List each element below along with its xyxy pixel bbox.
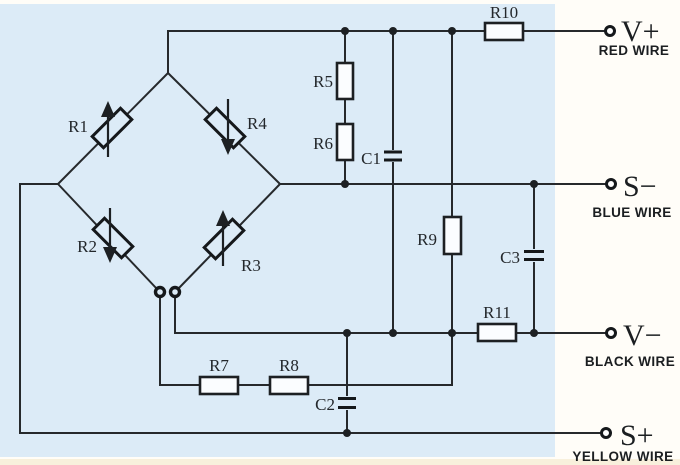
label-r6: R6 — [313, 134, 333, 153]
label-r11: R11 — [483, 303, 511, 322]
bridge-bottom-node-left — [153, 285, 167, 299]
label-terminal-v-plus: V+ — [621, 15, 660, 48]
resistor-r8 — [268, 375, 310, 396]
r4-arrow-head-icon — [221, 139, 235, 155]
label-r8: R8 — [279, 356, 299, 375]
junction-dot — [341, 180, 349, 188]
junction-dot — [389, 329, 397, 337]
terminal-v-plus — [604, 25, 616, 37]
label-c2: C2 — [315, 395, 335, 414]
label-r4: R4 — [247, 114, 267, 133]
label-r7: R7 — [209, 356, 229, 375]
label-c1: C1 — [361, 149, 381, 168]
junction-dot — [530, 180, 538, 188]
bridge-bottom-node-right — [168, 285, 182, 299]
resistor-r9 — [442, 215, 463, 256]
junction-dot — [343, 329, 351, 337]
label-wire-red: RED WIRE — [599, 43, 670, 58]
terminals — [600, 25, 617, 439]
strain-gauge-r2 — [91, 216, 135, 260]
label-r5: R5 — [313, 72, 333, 91]
junction-dot — [530, 329, 538, 337]
label-r10: R10 — [490, 3, 518, 22]
terminal-s-minus — [605, 178, 617, 190]
bridge — [90, 99, 247, 299]
resistor-r5 — [335, 61, 355, 101]
wire-top-rail — [167, 30, 606, 73]
junction-dot — [448, 27, 456, 35]
junction-dots — [341, 27, 538, 437]
label-wire-black: BLACK WIRE — [585, 354, 675, 369]
r1-arrow-head-icon — [101, 101, 115, 117]
wire-v-minus-rail — [174, 296, 607, 334]
labels: R1 R2 R3 R4 R5 R6 R7 R8 R9 R10 R11 C1 C2… — [68, 3, 675, 464]
r2-arrow-head-icon — [103, 247, 117, 263]
label-r2: R2 — [77, 237, 97, 256]
resistor-r11 — [476, 322, 518, 343]
label-c3: C3 — [500, 248, 520, 267]
junction-dot — [389, 27, 397, 35]
label-terminal-v-minus: V− — [623, 319, 662, 352]
junction-dot — [341, 27, 349, 35]
terminal-v-minus — [605, 327, 617, 339]
label-terminal-s-plus: S+ — [620, 419, 654, 452]
resistor-r6 — [335, 122, 355, 162]
strain-gauge-r4 — [203, 106, 247, 150]
capacitor-c3 — [524, 250, 544, 261]
label-wire-blue: BLUE WIRE — [592, 205, 671, 220]
label-r1: R1 — [68, 117, 88, 136]
resistors — [198, 21, 525, 396]
label-r9: R9 — [417, 230, 437, 249]
capacitor-c2 — [338, 397, 356, 409]
label-wire-yellow: YELLOW WIRE — [572, 449, 673, 464]
footer-strip — [0, 459, 680, 465]
wire-s-plus-loop — [19, 183, 602, 434]
resistor-r10 — [483, 21, 525, 42]
terminal-s-plus — [600, 427, 612, 439]
junction-dot — [343, 429, 351, 437]
capacitor-c1 — [384, 150, 402, 162]
r3-arrow-head-icon — [216, 210, 230, 226]
label-r3: R3 — [241, 256, 261, 275]
label-terminal-s-minus: S− — [623, 170, 657, 203]
strain-gauge-r1 — [90, 106, 134, 150]
junction-dot — [448, 329, 456, 337]
capacitors — [338, 150, 544, 409]
resistor-r7 — [198, 375, 240, 396]
